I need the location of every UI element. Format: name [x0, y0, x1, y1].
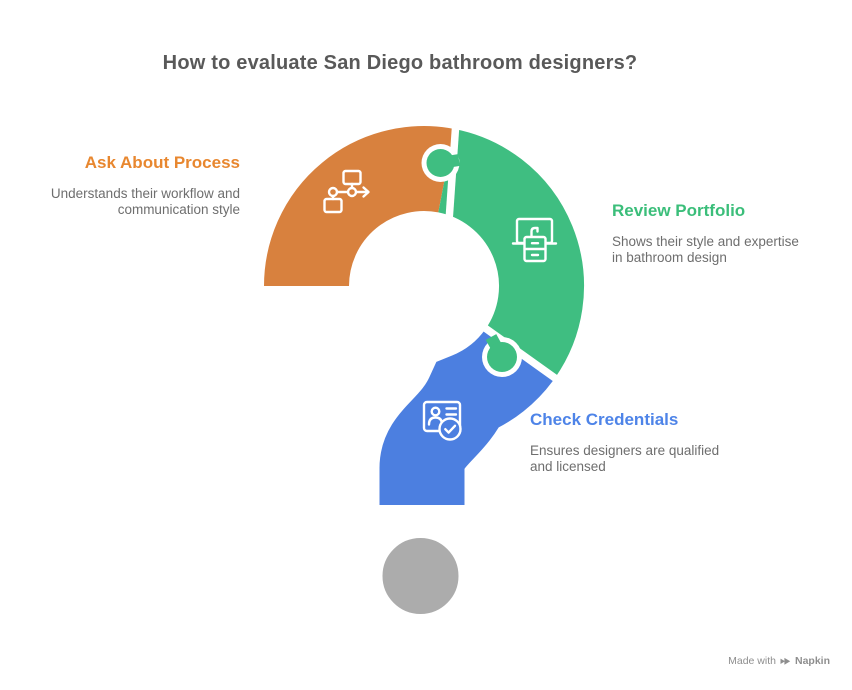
step-description: Ensures designers are qualified and lice… — [530, 443, 720, 474]
watermark-prefix: Made with — [728, 655, 776, 667]
step-description: Understands their workflow and communica… — [50, 186, 240, 217]
puzzle-joint-bottom — [475, 319, 565, 387]
step-title: Ask About Process — [84, 153, 240, 172]
step-ask-about-process: Ask About Process Understands their work… — [10, 152, 240, 218]
bathroom-vanity-icon — [511, 217, 558, 263]
step-check-credentials: Check Credentials Ensures designers are … — [530, 409, 765, 475]
watermark-brand: Napkin — [794, 655, 830, 667]
orange-puzzle-arc — [264, 126, 455, 288]
step-description: Shows their style and expertise in bathr… — [612, 234, 799, 265]
step-title: Review Portfolio — [612, 201, 746, 220]
step-review-portfolio: Review Portfolio Shows their style and e… — [612, 200, 837, 266]
puzzle-joint-top — [421, 120, 460, 222]
made-with-napkin-watermark: Made with Napkin — [728, 655, 830, 667]
step-title: Check Credentials — [530, 410, 679, 429]
workflow-icon — [323, 169, 370, 214]
page-title: How to evaluate San Diego bathroom desig… — [162, 52, 638, 74]
id-card-check-icon — [422, 400, 462, 441]
question-mark-dot — [378, 534, 463, 618]
napkin-logo-icon — [780, 657, 791, 665]
